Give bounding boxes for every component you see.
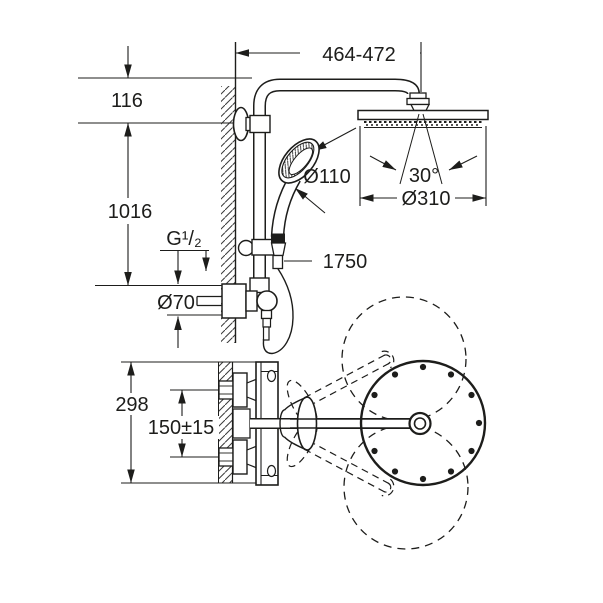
- dim-70-label: Ø70: [157, 292, 195, 314]
- hose-protector: [272, 254, 284, 270]
- dim-298-label: 298: [115, 394, 148, 416]
- wall-bracket: [232, 106, 271, 142]
- dim-110-label: Ø110: [303, 166, 350, 188]
- head-shower-top-view: [359, 359, 487, 487]
- nozzle-dots: [371, 363, 483, 483]
- dim-310-label: Ø310: [402, 188, 451, 210]
- shower-hose: [262, 268, 294, 355]
- diverter-ball: [256, 290, 278, 312]
- spray-angle-line: [399, 113, 420, 185]
- riser-and-arm-pipe: [253, 78, 420, 292]
- handle-grip-band: [271, 233, 285, 243]
- swivel-angle-label: 30°: [409, 165, 439, 187]
- swivel-arm-escutcheon: [279, 396, 414, 451]
- labels: 464-472 116 1016 G¹/₂ Ø70 Ø110 1750 30° …: [103, 41, 455, 439]
- swivel-nut: [409, 92, 427, 100]
- hand-shower-head: [278, 138, 320, 184]
- dim-150-label: 150±15: [148, 417, 215, 439]
- rail-end-cap: [249, 277, 270, 294]
- head-shower-side-view: [357, 92, 489, 185]
- thread-size-label: G¹/₂: [166, 228, 202, 250]
- holder-knob: [237, 239, 255, 257]
- dim-width-range-label: 464-472: [322, 44, 395, 66]
- dim-116-label: 116: [111, 90, 143, 112]
- escutcheon: [221, 283, 247, 319]
- thermostat-side-view: [196, 277, 278, 341]
- hose-length-label: 1750: [323, 251, 368, 273]
- dim-1016-label: 1016: [108, 201, 153, 223]
- spray-angle-line: [422, 113, 443, 185]
- hand-shower: [237, 138, 320, 270]
- hose-nut: [262, 317, 272, 328]
- swivel-arm: [250, 396, 414, 451]
